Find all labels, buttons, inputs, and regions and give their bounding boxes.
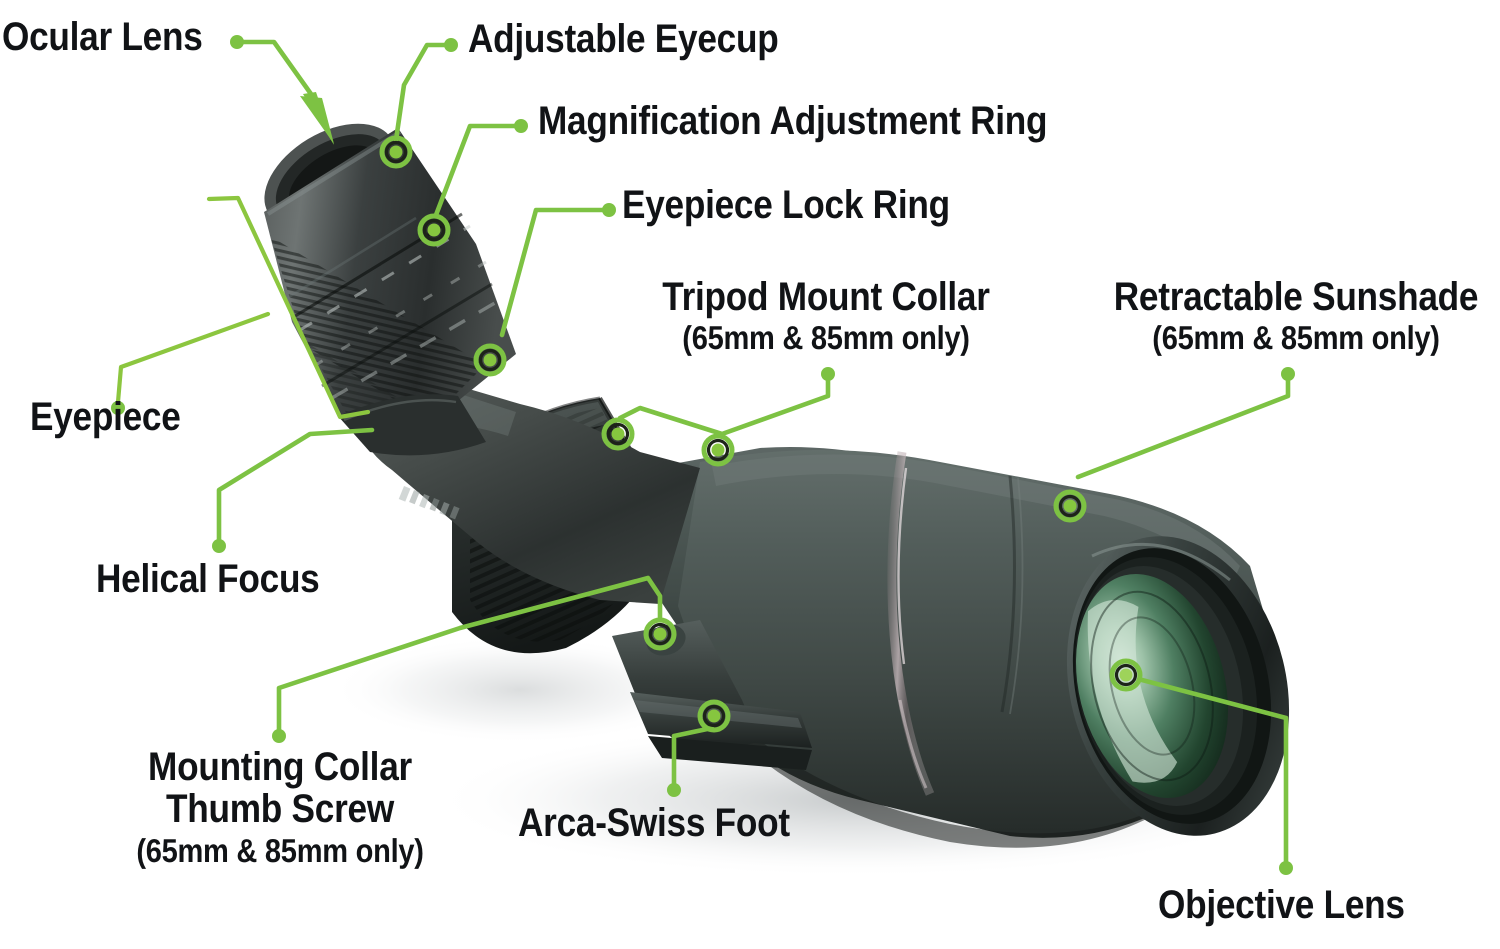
leader-objective-lens <box>1139 677 1293 875</box>
label-eyepiece-lock-ring-text: Eyepiece Lock Ring <box>622 183 950 227</box>
marker-mounting-collar-thumb-screw <box>643 617 677 651</box>
marker-eyepiece-lock-ring <box>473 343 507 377</box>
leader-tripod-collar-secondary <box>617 405 725 437</box>
label-eyepiece-text: Eyepiece <box>30 395 181 439</box>
marker-tripod-mount-collar <box>701 433 735 467</box>
label-adjustable-eyecup-text: Adjustable Eyecup <box>468 17 779 61</box>
label-eyepiece-lock-ring: Eyepiece Lock Ring <box>622 183 950 227</box>
leader-eyepiece-lock-ring <box>499 203 616 338</box>
leader-magnification-adjustment-ring <box>433 119 528 218</box>
label-magnification-adjustment-ring-text: Magnification Adjustment Ring <box>538 99 1048 143</box>
label-mounting-collar-thumb-screw: Mounting Collar Thumb Screw (65mm & 85mm… <box>113 746 447 869</box>
label-mounting-collar-line1: Mounting Collar <box>148 745 412 789</box>
label-mounting-collar-note: (65mm & 85mm only) <box>136 831 424 869</box>
leader-helical-focus <box>212 427 375 553</box>
label-arca-swiss-foot-text: Arca-Swiss Foot <box>518 801 790 845</box>
label-ocular-lens-text: Ocular Lens <box>2 15 203 59</box>
label-retractable-sunshade-note: (65mm & 85mm only) <box>1152 319 1440 357</box>
marker-arca-swiss-foot <box>697 699 731 733</box>
leader-mounting-collar-thumb-screw <box>272 575 663 743</box>
leader-adjustable-eyecup <box>393 38 458 143</box>
leader-tripod-mount-collar <box>719 367 835 437</box>
label-adjustable-eyecup: Adjustable Eyecup <box>468 17 779 61</box>
label-magnification-adjustment-ring: Magnification Adjustment Ring <box>538 99 1048 143</box>
label-objective-lens: Objective Lens <box>1158 883 1405 927</box>
label-mounting-collar-line2: Thumb Screw <box>166 787 394 832</box>
marker-objective-lens <box>1109 658 1143 692</box>
marker-magnification-adjustment-ring <box>417 213 451 247</box>
label-objective-lens-text: Objective Lens <box>1158 883 1405 927</box>
label-tripod-mount-collar-note: (65mm & 85mm only) <box>682 319 970 357</box>
label-arca-swiss-foot: Arca-Swiss Foot <box>518 801 790 845</box>
label-retractable-sunshade: Retractable Sunshade (65mm & 85mm only) <box>1111 276 1481 356</box>
label-tripod-mount-collar-text: Tripod Mount Collar <box>662 275 990 319</box>
leader-ocular-lens <box>230 35 334 145</box>
marker-retractable-sunshade <box>1053 489 1087 523</box>
label-helical-focus: Helical Focus <box>96 557 320 601</box>
leader-retractable-sunshade <box>1075 367 1295 480</box>
label-eyepiece: Eyepiece <box>30 395 181 439</box>
label-ocular-lens: Ocular Lens <box>2 15 203 59</box>
label-retractable-sunshade-text: Retractable Sunshade <box>1113 275 1479 319</box>
label-helical-focus-text: Helical Focus <box>96 557 320 601</box>
leader-arca-swiss-foot <box>667 725 715 797</box>
label-tripod-mount-collar: Tripod Mount Collar (65mm & 85mm only) <box>659 276 993 356</box>
marker-helical-body <box>601 417 635 451</box>
marker-adjustable-eyecup <box>379 135 413 169</box>
leader-eyepiece-bracket <box>111 195 371 420</box>
